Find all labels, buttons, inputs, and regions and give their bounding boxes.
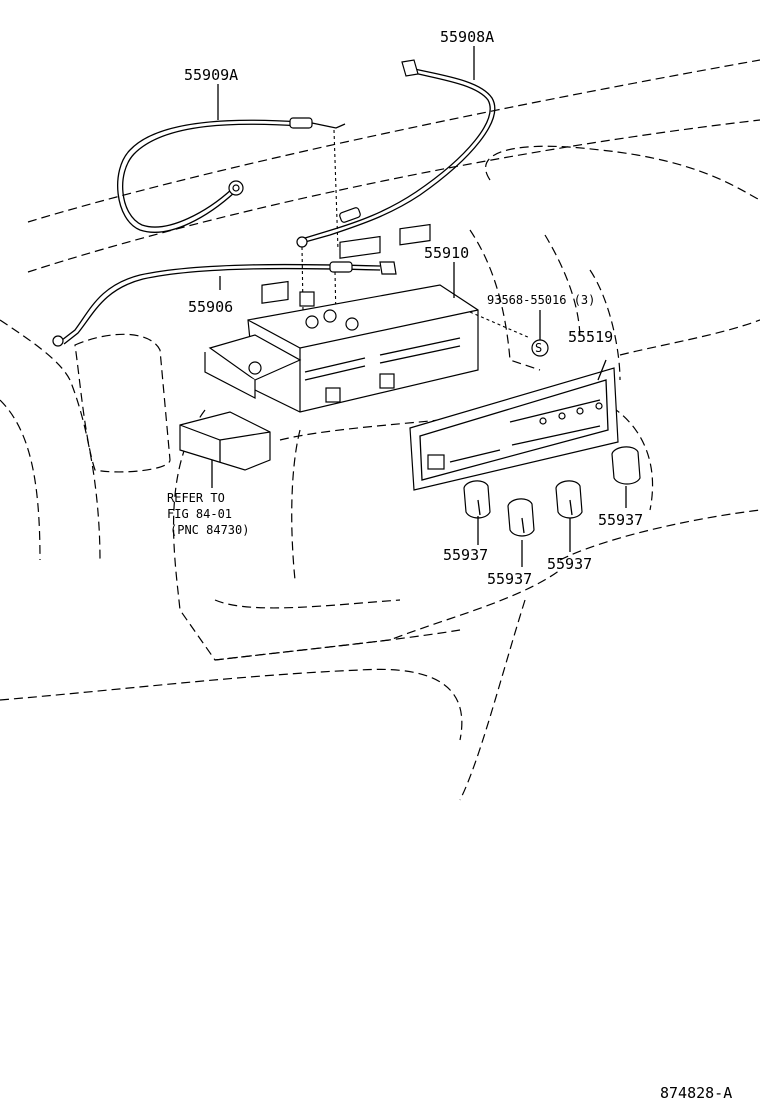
connector-block: [179, 411, 271, 488]
cable-55909a: [117, 117, 346, 251]
screw-symbol-text: S: [535, 341, 542, 355]
knob-2: [507, 498, 535, 537]
label-refer-line1: REFER TO: [167, 491, 225, 505]
label-knob-2: 55937: [487, 570, 532, 588]
label-55906: 55906: [188, 298, 233, 316]
label-55519: 55519: [568, 328, 613, 346]
screw-leader: S: [469, 310, 549, 357]
label-knob-3: 55937: [547, 555, 592, 573]
leader-lines: [217, 46, 571, 567]
heater-control-55910: [204, 223, 479, 413]
label-refer-line3: (PNC 84730): [170, 523, 249, 537]
label-screw: 93568-55016 (3): [487, 293, 595, 307]
cable-55908a: [296, 59, 496, 311]
label-knob-1: 55937: [443, 546, 488, 564]
knob-3: [555, 480, 583, 519]
figure-id: 874828-A: [660, 1084, 732, 1102]
label-knob-right: 55937: [598, 511, 643, 529]
label-55908a: 55908A: [440, 28, 494, 46]
knob-right: [611, 446, 641, 485]
dashboard-outline: [0, 59, 760, 801]
label-55910: 55910: [424, 244, 469, 262]
labels: 55908A 55909A 55910 55906 93568-55016 (3…: [167, 28, 732, 1102]
label-refer-line2: FIG 84-01: [167, 507, 232, 521]
panel-55519: [409, 359, 619, 491]
cable-55906: [52, 261, 397, 347]
label-55909a: 55909A: [184, 66, 238, 84]
knob-1: [463, 480, 491, 519]
knob-group: [463, 446, 641, 537]
